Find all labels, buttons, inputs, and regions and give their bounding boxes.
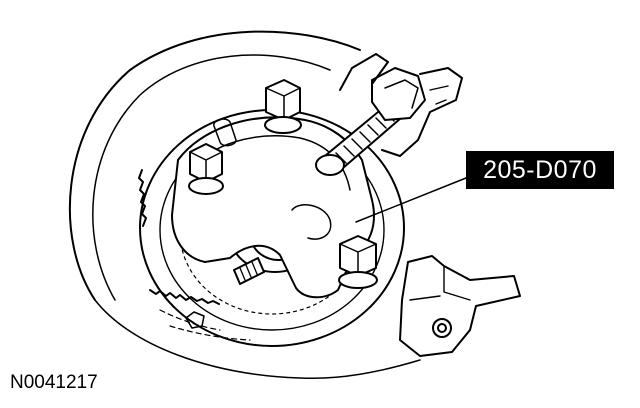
tool-number-label: 205-D070 [466, 151, 614, 189]
screw-hex-head [371, 67, 426, 121]
screw-tip-nut [315, 154, 345, 176]
tone-ring-lower [149, 289, 220, 305]
leader-line [355, 177, 467, 223]
lug-nut-left [188, 143, 224, 195]
bottom-fastener [185, 311, 205, 329]
lug-nut-right [338, 235, 378, 289]
rotor-inner-edge [92, 54, 331, 301]
rotor-outer-edge [68, 30, 361, 301]
screw-hex-face [384, 79, 419, 109]
tone-ring-left [138, 169, 147, 227]
knuckle-bracket-lower [399, 255, 521, 357]
hub-slot [213, 118, 237, 147]
hidden-lines [159, 309, 251, 341]
lower-rotor-arc [94, 299, 421, 380]
knuckle-bracket-detail [409, 265, 471, 301]
stud-threads [239, 261, 258, 281]
puller-arm-slot [291, 204, 332, 240]
caliper-bracket-upper [339, 53, 463, 157]
figure-id: N0041217 [10, 372, 98, 393]
caliper-bracket-upper-detail [429, 85, 449, 105]
lug-nut-top [264, 79, 302, 134]
bracket-bolt [432, 318, 452, 338]
